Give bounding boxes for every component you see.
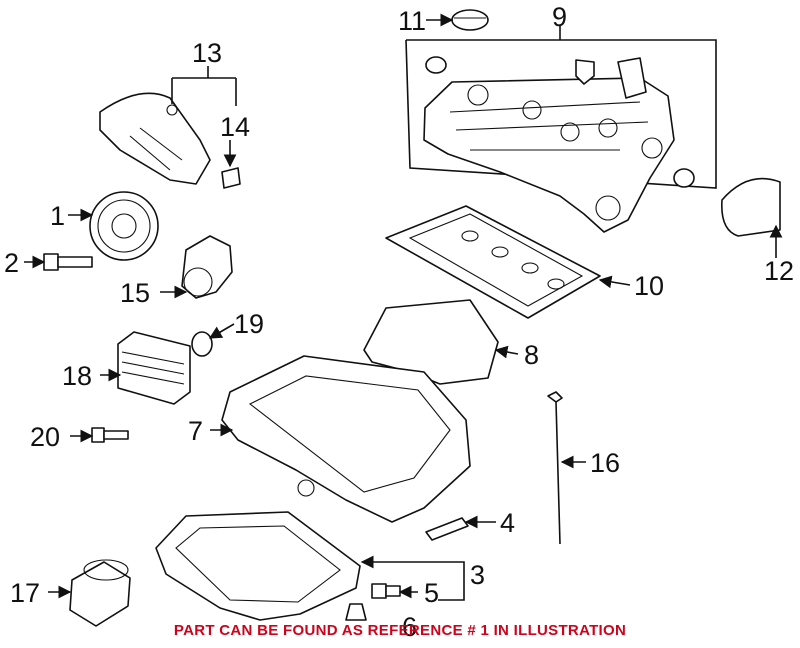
oil-filter <box>69 559 131 627</box>
callout-16: 16 <box>590 448 620 478</box>
oil-cooler <box>117 331 191 405</box>
callout-19: 19 <box>234 309 264 339</box>
oil-baffle <box>363 299 499 385</box>
callout-17: 17 <box>10 578 40 608</box>
callout-8: 8 <box>524 340 539 370</box>
callout-3: 3 <box>470 560 485 590</box>
oil-cooler-bolt <box>91 427 129 443</box>
timing-cover-seal <box>221 167 241 189</box>
crankshaft-pulley <box>89 191 159 261</box>
callout-20: 20 <box>30 422 60 452</box>
timing-cover-right <box>721 177 781 237</box>
valve-cover-assembly <box>405 26 717 233</box>
front-cover-seal <box>181 235 233 299</box>
callout-4: 4 <box>500 508 515 538</box>
callout-labels: 11 9 13 14 1 2 15 12 10 19 8 18 7 20 16 … <box>4 2 794 642</box>
callout-14: 14 <box>220 112 250 142</box>
callout-2: 2 <box>4 248 19 278</box>
reference-note: PART CAN BE FOUND AS REFERENCE # 1 IN IL… <box>173 622 627 639</box>
dipstick <box>547 391 563 545</box>
o-ring <box>191 331 213 357</box>
upper-oil-pan <box>221 355 471 523</box>
valve-cover-gasket <box>385 205 601 319</box>
upper-timing-cover <box>99 66 237 185</box>
leader-lines <box>24 13 783 601</box>
callout-6: 6 <box>402 612 417 642</box>
oil-filler-cap <box>451 9 489 31</box>
callout-5: 5 <box>424 578 439 608</box>
callout-7: 7 <box>188 416 203 446</box>
callout-13: 13 <box>192 38 222 68</box>
drain-bolt <box>345 603 367 621</box>
callout-9: 9 <box>552 2 567 32</box>
oil-level-sensor <box>425 517 469 541</box>
pulley-bolt <box>43 253 93 271</box>
callout-10: 10 <box>634 271 664 301</box>
drain-plug <box>371 583 401 599</box>
callout-1: 1 <box>50 201 65 231</box>
lower-oil-pan <box>155 511 361 621</box>
callout-11: 11 <box>398 6 426 36</box>
callout-18: 18 <box>62 361 92 391</box>
callout-15: 15 <box>120 278 150 308</box>
callout-12: 12 <box>764 256 794 286</box>
